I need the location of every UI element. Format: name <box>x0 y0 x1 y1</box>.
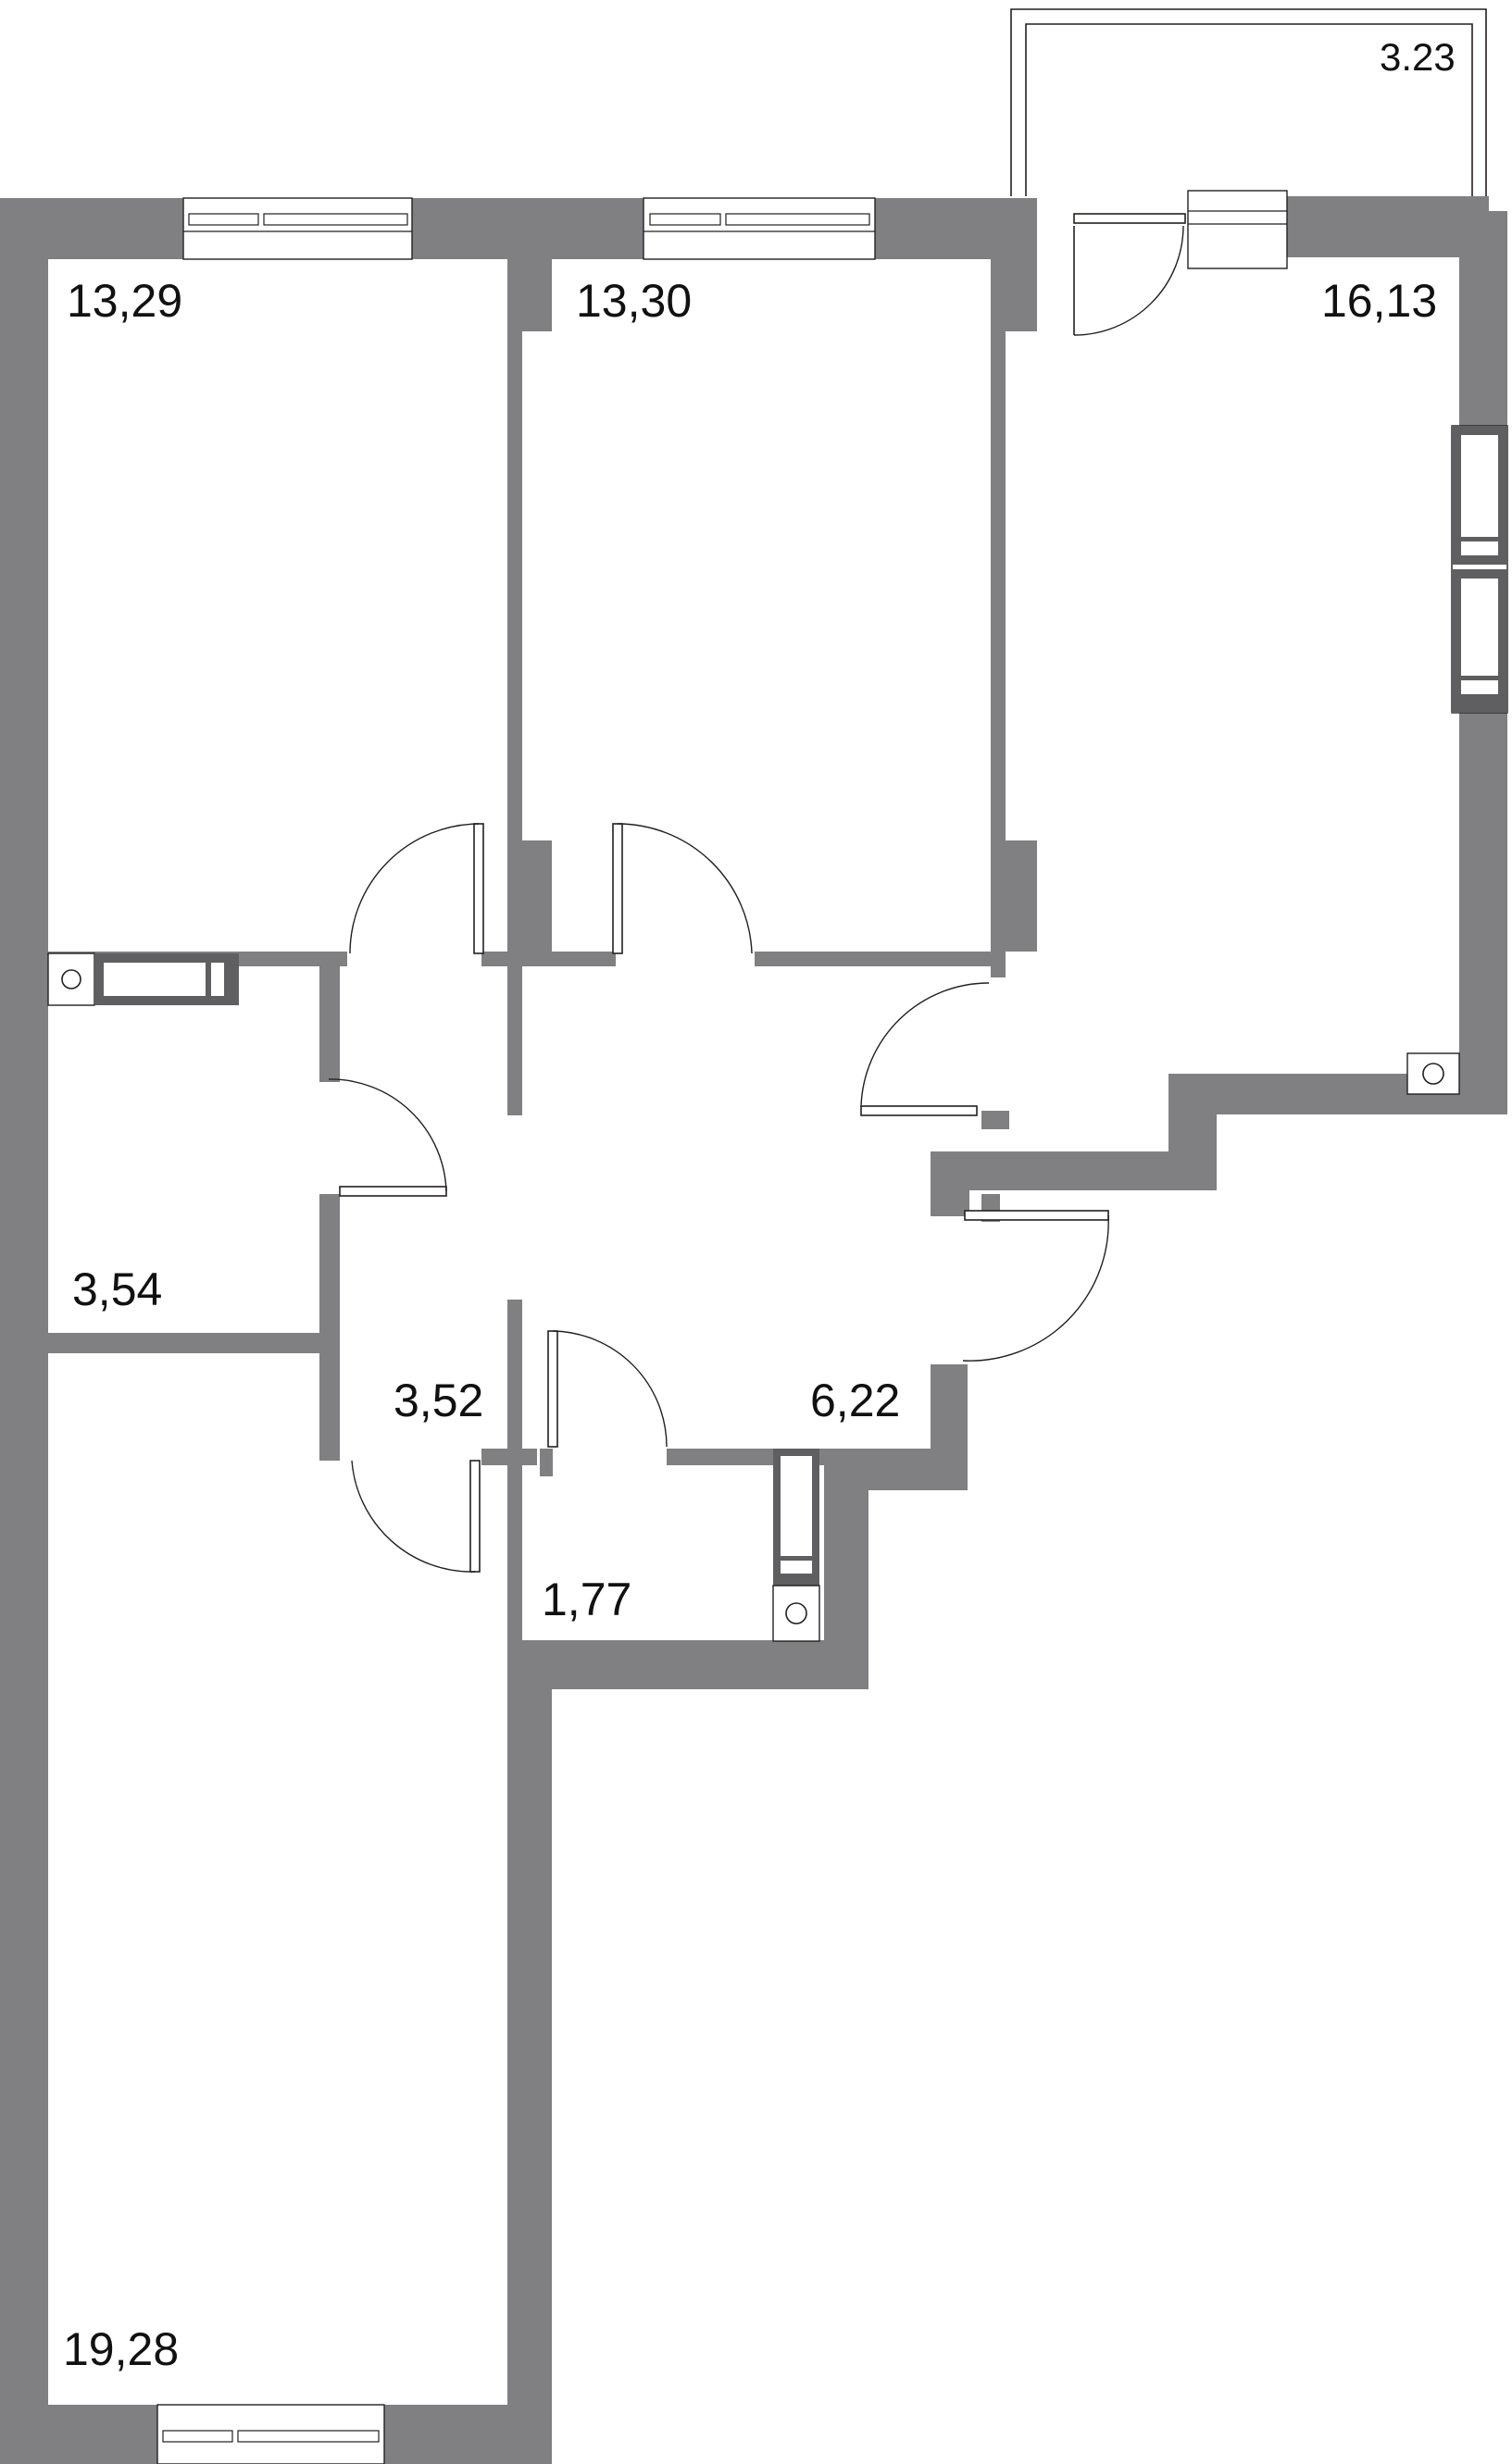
area-label-bedroom-top-middle: 13,30 <box>576 275 692 327</box>
balcony-door[interactable] <box>1073 213 1186 336</box>
wc-ventilation <box>772 1449 820 1642</box>
window-top-middle <box>643 197 876 260</box>
area-label-living-room: 16,13 <box>1321 275 1437 327</box>
balcony-window-block <box>1187 190 1288 269</box>
door-bathroom[interactable] <box>328 1078 447 1197</box>
door-bedroom-top-middle[interactable] <box>612 823 753 954</box>
area-label-balcony: 3.23 <box>1380 35 1456 79</box>
window-top-left <box>182 197 413 260</box>
balcony-outline <box>1010 8 1487 196</box>
door-bedroom-top-left[interactable] <box>349 823 484 954</box>
area-label-hallway: 6,22 <box>810 1375 900 1426</box>
bath-ventilation <box>47 952 239 1006</box>
door-entrance[interactable] <box>962 1210 1109 1362</box>
door-toilet[interactable] <box>351 1460 481 1573</box>
area-label-bathroom: 3,54 <box>72 1263 162 1315</box>
door-wc[interactable] <box>547 1330 668 1448</box>
area-label-bedroom-top-left: 13,29 <box>67 275 182 327</box>
door-living-room[interactable] <box>860 982 990 1116</box>
exterior-walls <box>0 196 1507 2464</box>
area-label-wc: 1,77 <box>542 1574 631 1625</box>
living-ventilation <box>1406 1052 1460 1095</box>
window-living-right <box>1451 425 1508 714</box>
area-label-toilet: 3,52 <box>394 1375 483 1426</box>
window-bottom <box>156 2404 385 2464</box>
interior-walls <box>48 259 1037 1641</box>
area-label-bedroom-bottom: 19,28 <box>63 2323 179 2375</box>
